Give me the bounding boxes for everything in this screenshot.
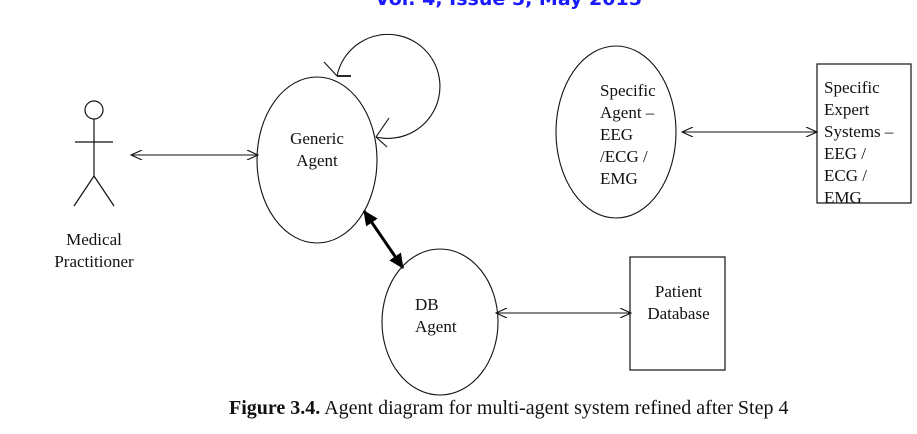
patient-database-label: Patient Database (630, 281, 727, 325)
self-loop-arrowhead-bottom-b (375, 136, 388, 148)
db-agent-node (381, 248, 499, 396)
patient-database-node (629, 256, 726, 371)
figure-number: Figure 3.4. (229, 397, 321, 419)
expert-systems-label-line: EEG / (824, 144, 867, 163)
generic-agent-label: Generic Agent (267, 128, 367, 172)
generic-agent-node (256, 76, 378, 244)
actor-label: Medical Practitioner (34, 229, 154, 273)
figure-caption: Figure 3.4. Agent diagram for multi-agen… (229, 397, 789, 420)
db-agent-label-line2: Agent (415, 317, 457, 336)
expert-systems-label-line: Systems – (824, 122, 894, 141)
specific-agent-label-line: Specific (600, 81, 656, 100)
generic-agent-self-loop (336, 33, 441, 139)
self-loop-arrowhead-top (323, 61, 338, 77)
db-agent-label: DB Agent (415, 294, 457, 338)
expert-systems-label-line: EMG (824, 188, 862, 207)
specific-agent-label: Specific Agent – EEG /ECG / EMG (600, 80, 656, 190)
generic-db-agent-arrow (362, 210, 405, 269)
actor-label-line1: Medical (66, 230, 122, 249)
expert-systems-label-line: Specific (824, 78, 880, 97)
specific-agent-node (555, 45, 677, 219)
generic-agent-label-line2: Agent (296, 151, 338, 170)
journal-header: Vol. 4, Issue 5, May 2015 (0, 0, 917, 10)
db-agent-label-line1: DB (415, 295, 439, 314)
specific-agent-label-line: EMG (600, 169, 638, 188)
patient-database-label-line2: Database (647, 304, 710, 323)
expert-systems-label: Specific Expert Systems – EEG / ECG / EM… (824, 77, 893, 209)
figure-caption-text: Agent diagram for multi-agent system ref… (320, 397, 789, 419)
expert-systems-node (816, 63, 912, 204)
actor-head (84, 100, 104, 120)
generic-agent-label-line1: Generic (290, 129, 344, 148)
specific-agent-label-line: /ECG / (600, 147, 648, 166)
expert-systems-label-line: Expert (824, 100, 870, 119)
self-loop-arrowhead-bottom-a (375, 117, 390, 138)
medical-practitioner-actor-icon (73, 100, 115, 207)
actor-left-leg (73, 175, 95, 207)
actor-right-leg (93, 175, 115, 207)
actor-label-line2: Practitioner (54, 252, 134, 271)
specific-agent-label-line: Agent – (600, 103, 655, 122)
patient-database-label-line1: Patient (654, 282, 703, 301)
expert-systems-label-line: ECG / (824, 166, 867, 185)
specific-agent-label-line: EEG (600, 125, 634, 144)
